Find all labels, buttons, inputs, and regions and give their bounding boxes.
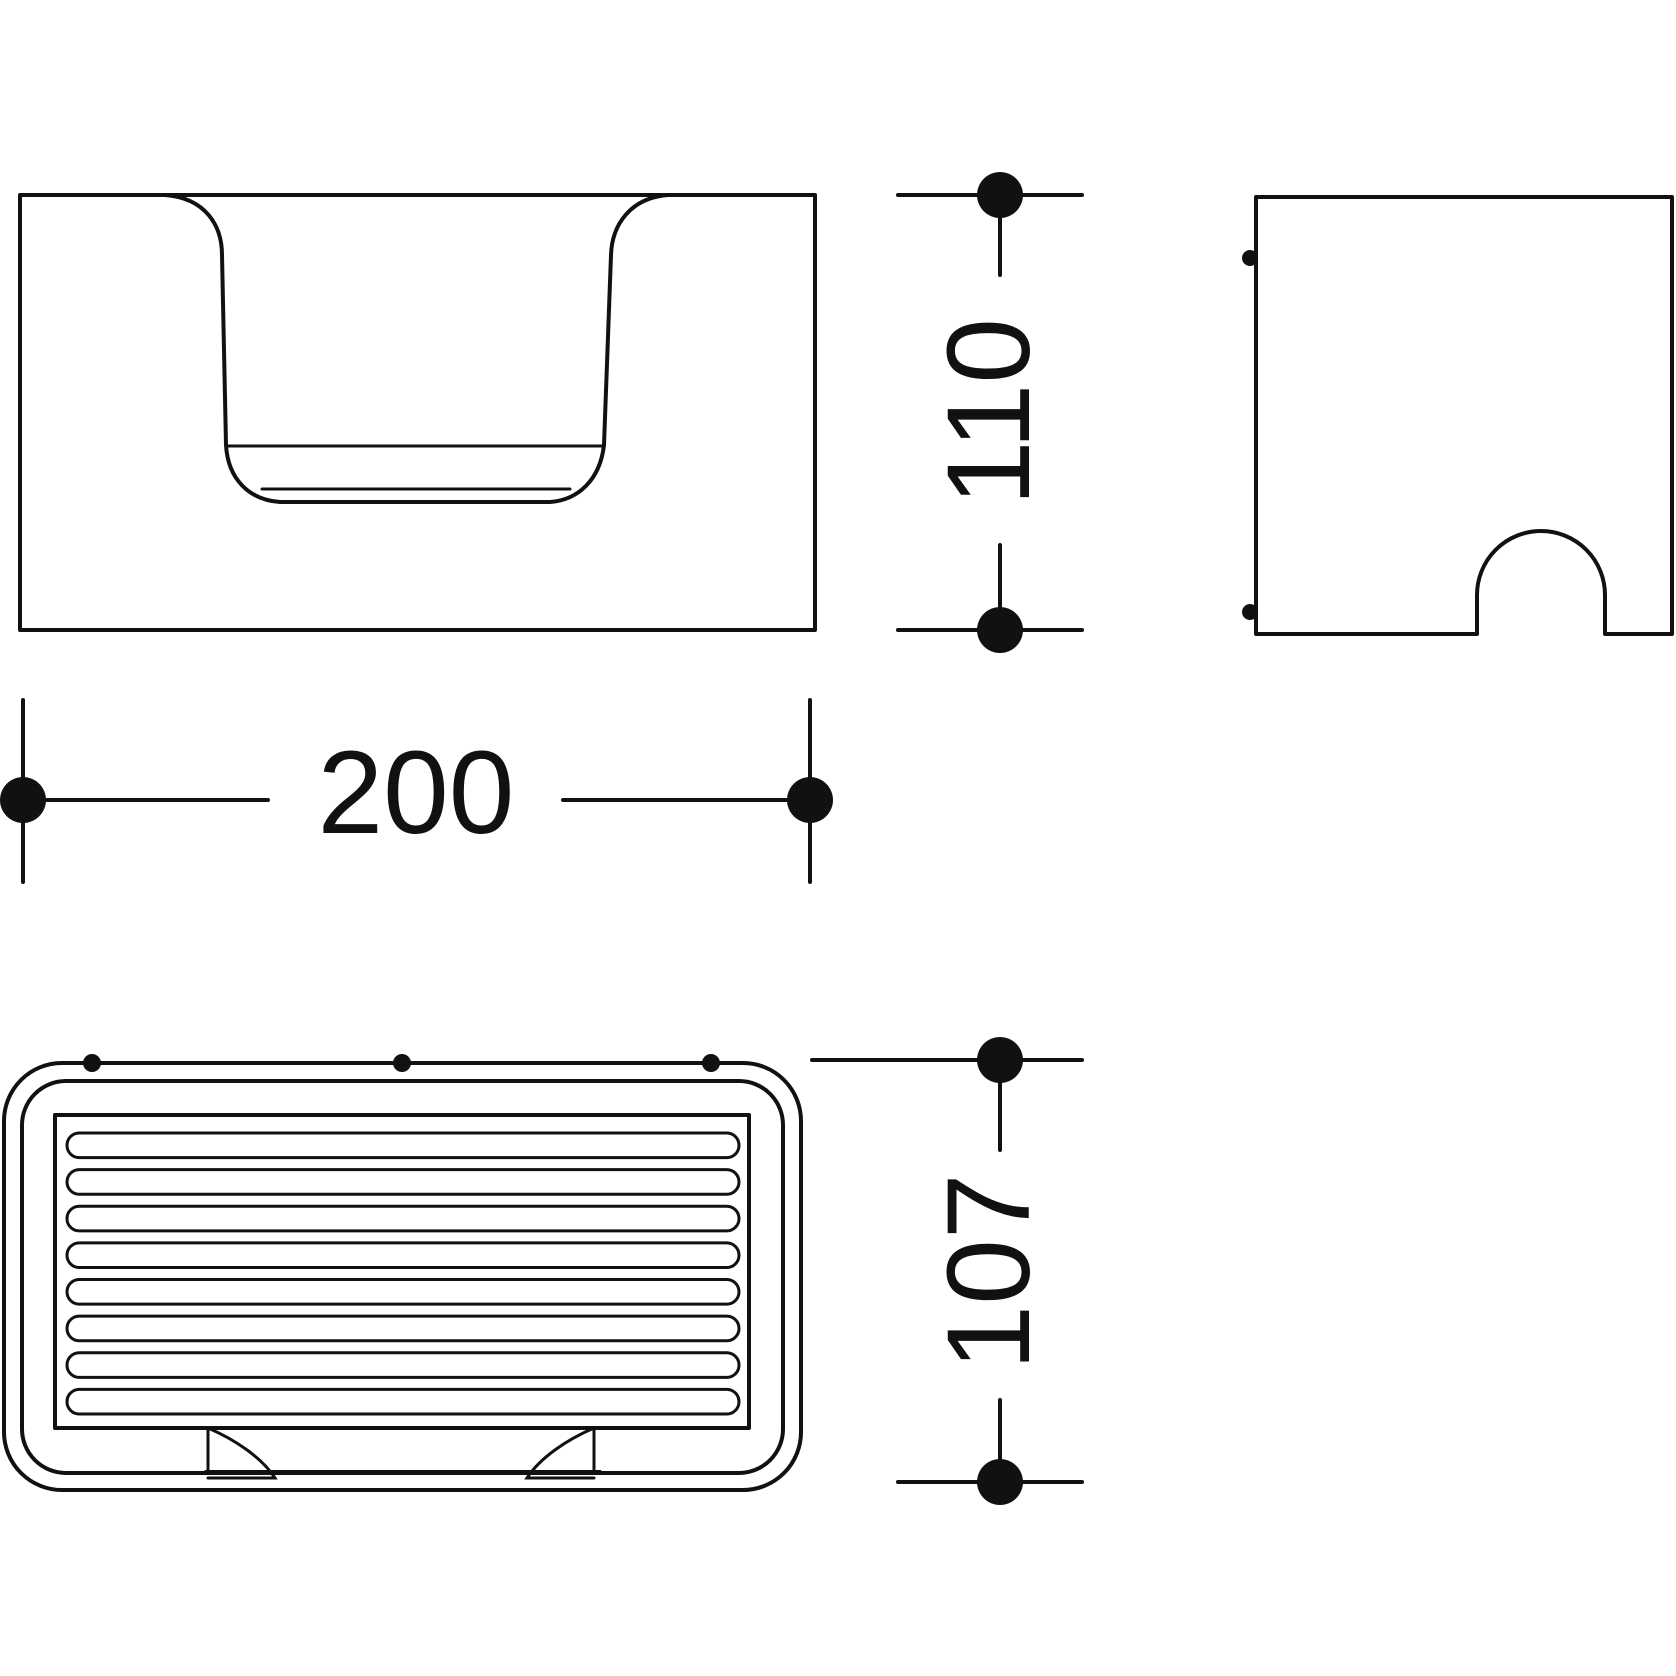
top-view-grate-frame [53,1113,751,1430]
drain-notch-right [524,1426,596,1480]
grate-slots [65,1131,741,1416]
mount-bump-center [393,1054,411,1072]
depth-dimension: 107 [810,1037,1084,1505]
top-view [2,1054,803,1492]
top-view-outer-rim [2,1061,803,1492]
grate-slot [65,1241,741,1269]
height-dim-marker-top [977,172,1023,218]
grate-slot [65,1351,741,1379]
grate-slot [65,1168,741,1196]
side-view-mount-dot-bottom [1242,604,1258,620]
side-view [1242,195,1674,636]
width-dim-marker-left [0,777,46,823]
side-view-outline [1254,195,1674,636]
depth-dimension-label: 107 [923,1174,1055,1371]
grate-slot [65,1278,741,1306]
front-view [18,193,817,632]
front-view-cutout [163,193,670,504]
width-dimension: 200 [0,698,833,884]
depth-dim-marker-top [977,1037,1023,1083]
mount-bump-right [702,1054,720,1072]
grate-slot [65,1204,741,1233]
width-dimension-label: 200 [318,727,515,859]
height-dimension: 110 [896,172,1084,653]
height-dimension-label: 110 [923,318,1055,506]
depth-dim-marker-bottom [977,1459,1023,1505]
grate-slot [65,1314,741,1343]
width-dim-marker-right [787,777,833,823]
grate-slot [65,1131,741,1160]
side-view-mount-dot-top [1242,250,1258,266]
height-dim-marker-bottom [977,607,1023,653]
mount-bump-left [83,1054,101,1072]
grate-slot [65,1387,741,1416]
drain-notch-left [206,1426,278,1480]
front-view-outline [18,193,817,632]
